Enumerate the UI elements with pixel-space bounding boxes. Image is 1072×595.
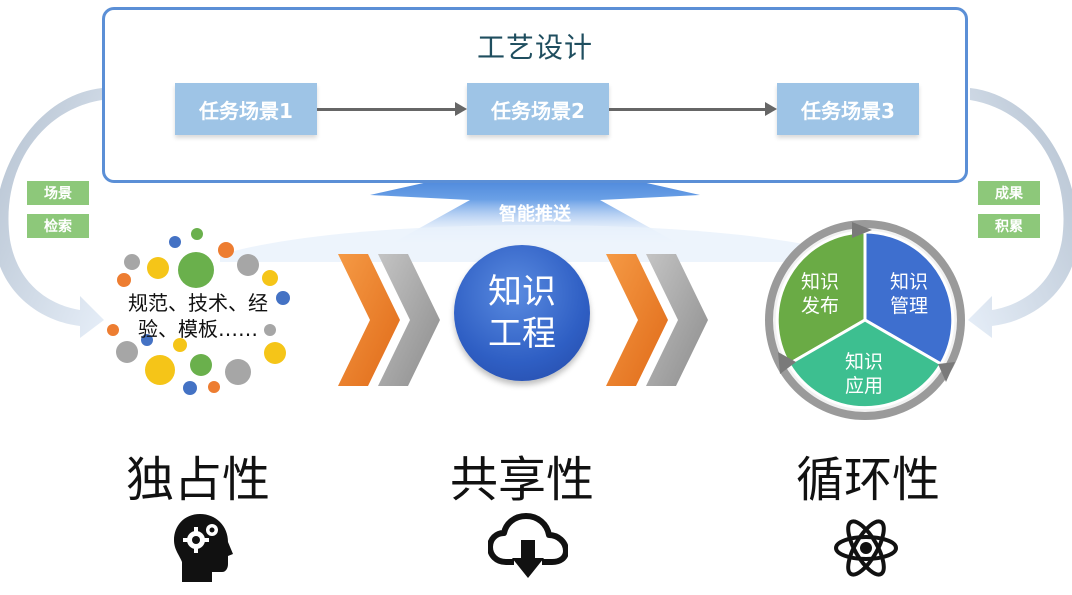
cycle-label-apply: 知识 应用: [829, 350, 899, 398]
task-arrow-1: [317, 108, 457, 111]
cycle-diagram: [765, 220, 965, 420]
cloud-download-icon: [488, 513, 568, 578]
cycle-segment-apply: [786, 318, 944, 410]
property-cyclic: 循环性: [795, 452, 940, 508]
task-arrow-2-head: [765, 102, 777, 116]
atom-icon: [834, 519, 898, 577]
task-arrow-2: [609, 108, 767, 111]
process-frame: 工艺设计 任务场景1 任务场景2 任务场景3: [102, 7, 968, 183]
task-box-1: 任务场景1: [175, 83, 317, 135]
head-gears-icon: [174, 514, 233, 582]
property-exclusive: 独占性: [125, 452, 270, 508]
ke-line2: 工程: [488, 314, 556, 354]
chevron-gray-1: [378, 254, 440, 386]
cycle-label-manage: 知识 管理: [874, 270, 944, 318]
task-arrow-1-head: [455, 102, 467, 116]
task-box-3: 任务场景3: [777, 83, 919, 135]
tag-result: 成果: [977, 180, 1041, 206]
left-swoosh-arrow: [0, 88, 104, 338]
cycle-manage-line1: 知识: [889, 271, 928, 293]
knowledge-engineering-circle: 知识 工程: [454, 245, 590, 381]
chevron-gray-2: [646, 254, 708, 386]
cycle-apply-line2: 应用: [844, 375, 883, 397]
cycle-label-publish: 知识 发布: [785, 270, 855, 318]
ke-line1: 知识: [488, 272, 556, 312]
property-shared: 共享性: [449, 452, 594, 508]
task-box-2: 任务场景2: [467, 83, 609, 135]
chevron-orange-1: [338, 254, 400, 386]
knowledge-cloud-label: 规范、技术、经 验、模板……: [108, 290, 288, 342]
right-swoosh-arrow: [968, 88, 1072, 338]
tag-accumulate: 积累: [977, 213, 1041, 239]
cycle-manage-line2: 管理: [889, 295, 928, 317]
cycle-apply-line1: 知识: [844, 351, 883, 373]
knowledge-cloud-line1: 规范、技术、经: [128, 291, 268, 315]
cycle-publish-line2: 发布: [800, 295, 839, 317]
tag-search: 检索: [26, 213, 90, 239]
push-glow: [220, 225, 850, 262]
process-title: 工艺设计: [476, 31, 593, 64]
knowledge-dots: [107, 228, 290, 395]
tag-scene: 场景: [26, 180, 90, 206]
chevron-orange-2: [606, 254, 668, 386]
cycle-publish-line1: 知识: [800, 271, 839, 293]
knowledge-cloud-line2: 验、模板……: [138, 317, 258, 341]
push-label: 智能推送: [499, 204, 571, 225]
